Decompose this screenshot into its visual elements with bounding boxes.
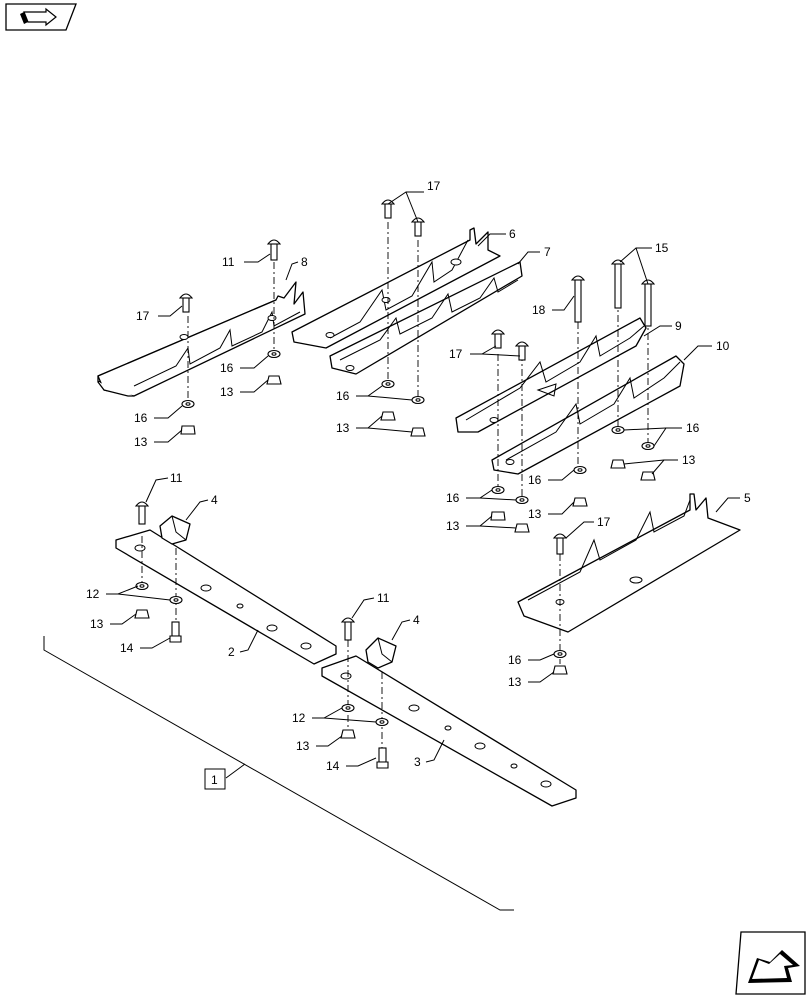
previous-page-icon <box>20 7 57 27</box>
callout-14: 14 <box>120 641 134 655</box>
callout-13: 13 <box>508 675 522 689</box>
callout-1: 1 <box>211 773 218 787</box>
callout-11: 11 <box>222 255 235 269</box>
callout-16: 16 <box>336 389 350 403</box>
callout-4: 4 <box>211 493 218 507</box>
callout-labels: 17 6 15 7 11 8 18 17 9 10 17 16 13 16 16… <box>86 179 751 787</box>
callout-16: 16 <box>134 411 148 425</box>
callout-17: 17 <box>449 347 463 361</box>
callout-11: 11 <box>377 591 390 605</box>
callout-6: 6 <box>509 227 516 241</box>
knife-back-bar-3 <box>321 655 577 807</box>
callout-16: 16 <box>528 473 542 487</box>
callout-15: 15 <box>655 241 669 255</box>
callout-16: 16 <box>446 491 460 505</box>
callout-3: 3 <box>414 755 421 769</box>
callout-13: 13 <box>336 421 350 435</box>
callout-17: 17 <box>427 179 441 193</box>
callout-17: 17 <box>597 515 611 529</box>
callout-14: 14 <box>326 759 340 773</box>
next-page-button[interactable] <box>735 931 806 995</box>
callout-13: 13 <box>134 435 148 449</box>
callout-16: 16 <box>220 361 234 375</box>
knife-guard-8 <box>97 281 306 397</box>
knife-guard-10 <box>491 355 685 475</box>
callout-5: 5 <box>744 491 751 505</box>
previous-page-button[interactable] <box>5 3 77 31</box>
callout-17: 17 <box>136 309 150 323</box>
callout-13: 13 <box>90 617 104 631</box>
knife-guard-9 <box>455 317 647 433</box>
assembly-bracket-1 <box>43 636 514 911</box>
callout-4: 4 <box>413 613 420 627</box>
knife-guard-5 <box>517 493 741 633</box>
hold-down-clip-4a <box>159 515 191 545</box>
callout-11: 11 <box>170 471 183 485</box>
callout-12: 12 <box>86 587 100 601</box>
carriage-bolts <box>134 199 656 769</box>
callout-13: 13 <box>220 385 234 399</box>
callout-13: 13 <box>296 739 310 753</box>
knife-guard-7 <box>329 261 523 375</box>
callout-16: 16 <box>686 421 700 435</box>
next-page-icon <box>748 950 800 983</box>
callout-13: 13 <box>682 453 696 467</box>
knife-back-bar-2 <box>115 529 337 665</box>
callout-8: 8 <box>301 255 308 269</box>
callout-10: 10 <box>716 339 730 353</box>
callout-18: 18 <box>532 303 546 317</box>
assembly-centerlines <box>141 222 649 748</box>
callout-13: 13 <box>528 507 542 521</box>
hold-down-clip-4b <box>365 637 397 669</box>
leader-lines <box>106 191 740 767</box>
lock-nuts <box>134 375 656 739</box>
callout-9: 9 <box>675 319 682 333</box>
callout-12: 12 <box>292 711 306 725</box>
callout-2: 2 <box>228 645 235 659</box>
callout-13: 13 <box>446 519 460 533</box>
knife-guard-6 <box>291 227 501 349</box>
callout-7: 7 <box>544 245 551 259</box>
callout-16: 16 <box>508 653 522 667</box>
